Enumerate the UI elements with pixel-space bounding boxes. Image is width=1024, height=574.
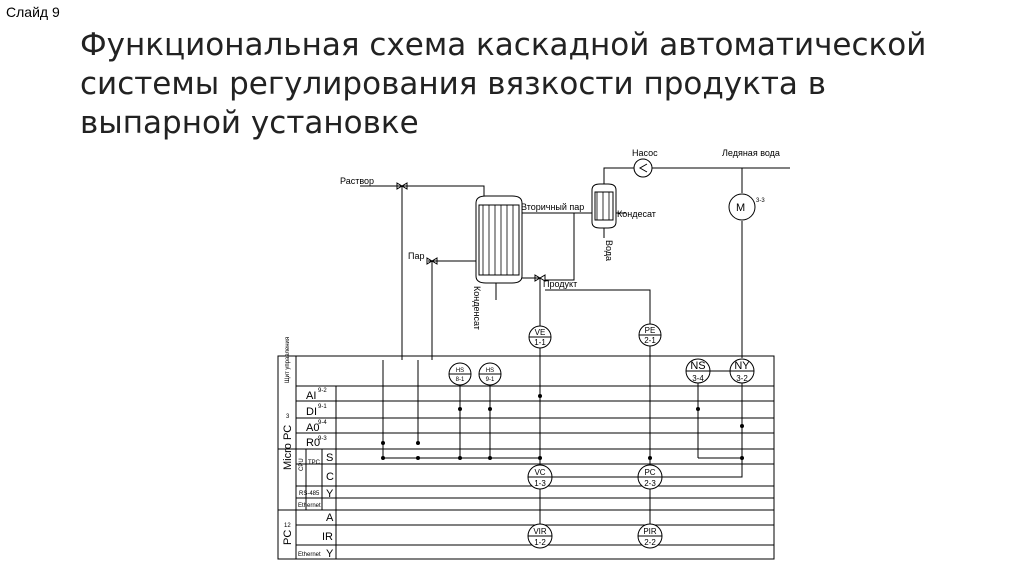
instrument-hs-8 (448, 362, 472, 386)
cpu-label: CPU (299, 458, 305, 471)
pc-code: PC (644, 468, 655, 477)
instrument-vir (527, 523, 553, 549)
label-kondensat-right: Кондесат (617, 209, 656, 219)
ice-water-pipe (603, 167, 790, 184)
pir-num: 2-2 (644, 538, 656, 547)
tpc-label: TPC (308, 460, 321, 466)
module-di-idx: 9-1 (318, 404, 327, 410)
ns-code: NS (690, 360, 705, 372)
letter-ir: IR (322, 531, 333, 543)
vir-num: 1-2 (534, 538, 546, 547)
secondary-steam-branch (545, 213, 575, 281)
slide-title: Функциональная схема каскадной автоматич… (80, 26, 980, 143)
instrument-hs-9 (478, 362, 502, 386)
motor-icon (728, 193, 756, 221)
hs9-code: HS (486, 368, 494, 374)
ny-code: NY (734, 360, 750, 372)
module-r0: R0 (306, 437, 320, 449)
title-line-1: Функциональная схема каскадной автоматич… (80, 27, 927, 63)
hs9-num: 9-1 (486, 377, 495, 383)
label-motor-index: 3-3 (756, 198, 765, 204)
ny-num: 3-2 (736, 374, 748, 383)
product-pressure-line (545, 289, 651, 325)
hs8-code: HS (456, 368, 464, 374)
label-par: Пар (408, 251, 424, 261)
pump-icon (633, 158, 653, 178)
ve-num: 1-1 (534, 338, 546, 347)
module-di: DI (306, 406, 317, 418)
vc-num: 1-3 (534, 479, 546, 488)
module-a0: A0 (306, 422, 319, 434)
pc-num: 2-3 (644, 479, 656, 488)
row-board-label: Щит управления (285, 337, 291, 383)
module-ai-idx: 9-2 (318, 388, 327, 394)
instrument-pe (638, 323, 662, 465)
signal-ny (698, 382, 743, 459)
label-nasos: Насос (632, 148, 658, 158)
rs485-label: RS-485 (299, 491, 320, 497)
micro-pc-label: Micro PC (282, 425, 294, 470)
instrument-pc (637, 464, 663, 490)
module-ai: AI (306, 390, 316, 402)
title-line-3: выпарной установке (80, 105, 419, 141)
label-ledyanaya-voda: Ледяная вода (722, 148, 780, 158)
letter-c: C (326, 471, 334, 483)
pc-label: PC (282, 530, 294, 545)
pc-sup: 12 (284, 523, 291, 529)
solution-valve-icon (396, 182, 408, 190)
vir-code: VIR (533, 527, 547, 536)
pir-code: PIR (643, 527, 657, 536)
signal-pc-ny (661, 458, 743, 478)
label-vtorichny-par: Вторичный пар (521, 202, 584, 212)
slide-number: Слайд 9 (6, 4, 60, 20)
label-rastvor: Раствор (340, 176, 374, 186)
vc-code: VC (534, 468, 545, 477)
instrument-ve (528, 325, 552, 470)
steam-valve-icon (426, 257, 438, 265)
ethernet2-label: Ethernet (298, 552, 321, 558)
product-pipe (522, 277, 541, 328)
label-produkt: Продукт (543, 279, 577, 289)
instrument-pir (637, 523, 663, 549)
label-voda: Вода (604, 240, 614, 261)
micro-pc-sup: 3 (286, 414, 290, 420)
title-line-2: системы регулирования вязкости продукта … (80, 66, 827, 102)
condenser-vessel (591, 183, 617, 229)
junction-dots (381, 394, 744, 460)
ve-code: VE (535, 328, 546, 337)
ethernet1-label: Ethernet (298, 503, 321, 509)
instrument-vc (527, 464, 553, 490)
evaporator-vessel (475, 195, 523, 284)
letter-a: A (326, 512, 334, 524)
letter-s: S (326, 452, 333, 464)
pe-num: 2-1 (644, 336, 656, 345)
pe-code: PE (645, 326, 656, 335)
letter-y1: Y (326, 488, 334, 500)
label-motor: M (736, 202, 745, 214)
hs8-num: 8-1 (456, 377, 465, 383)
module-r0-idx: 9-3 (318, 436, 327, 442)
ns-num: 3-4 (692, 374, 704, 383)
letter-y2: Y (326, 548, 334, 560)
product-valve-icon (534, 274, 546, 282)
module-a0-idx: 9-4 (318, 420, 327, 426)
solution-pipe (360, 185, 485, 196)
label-kondensat-vertical: Конденсат (472, 286, 482, 330)
